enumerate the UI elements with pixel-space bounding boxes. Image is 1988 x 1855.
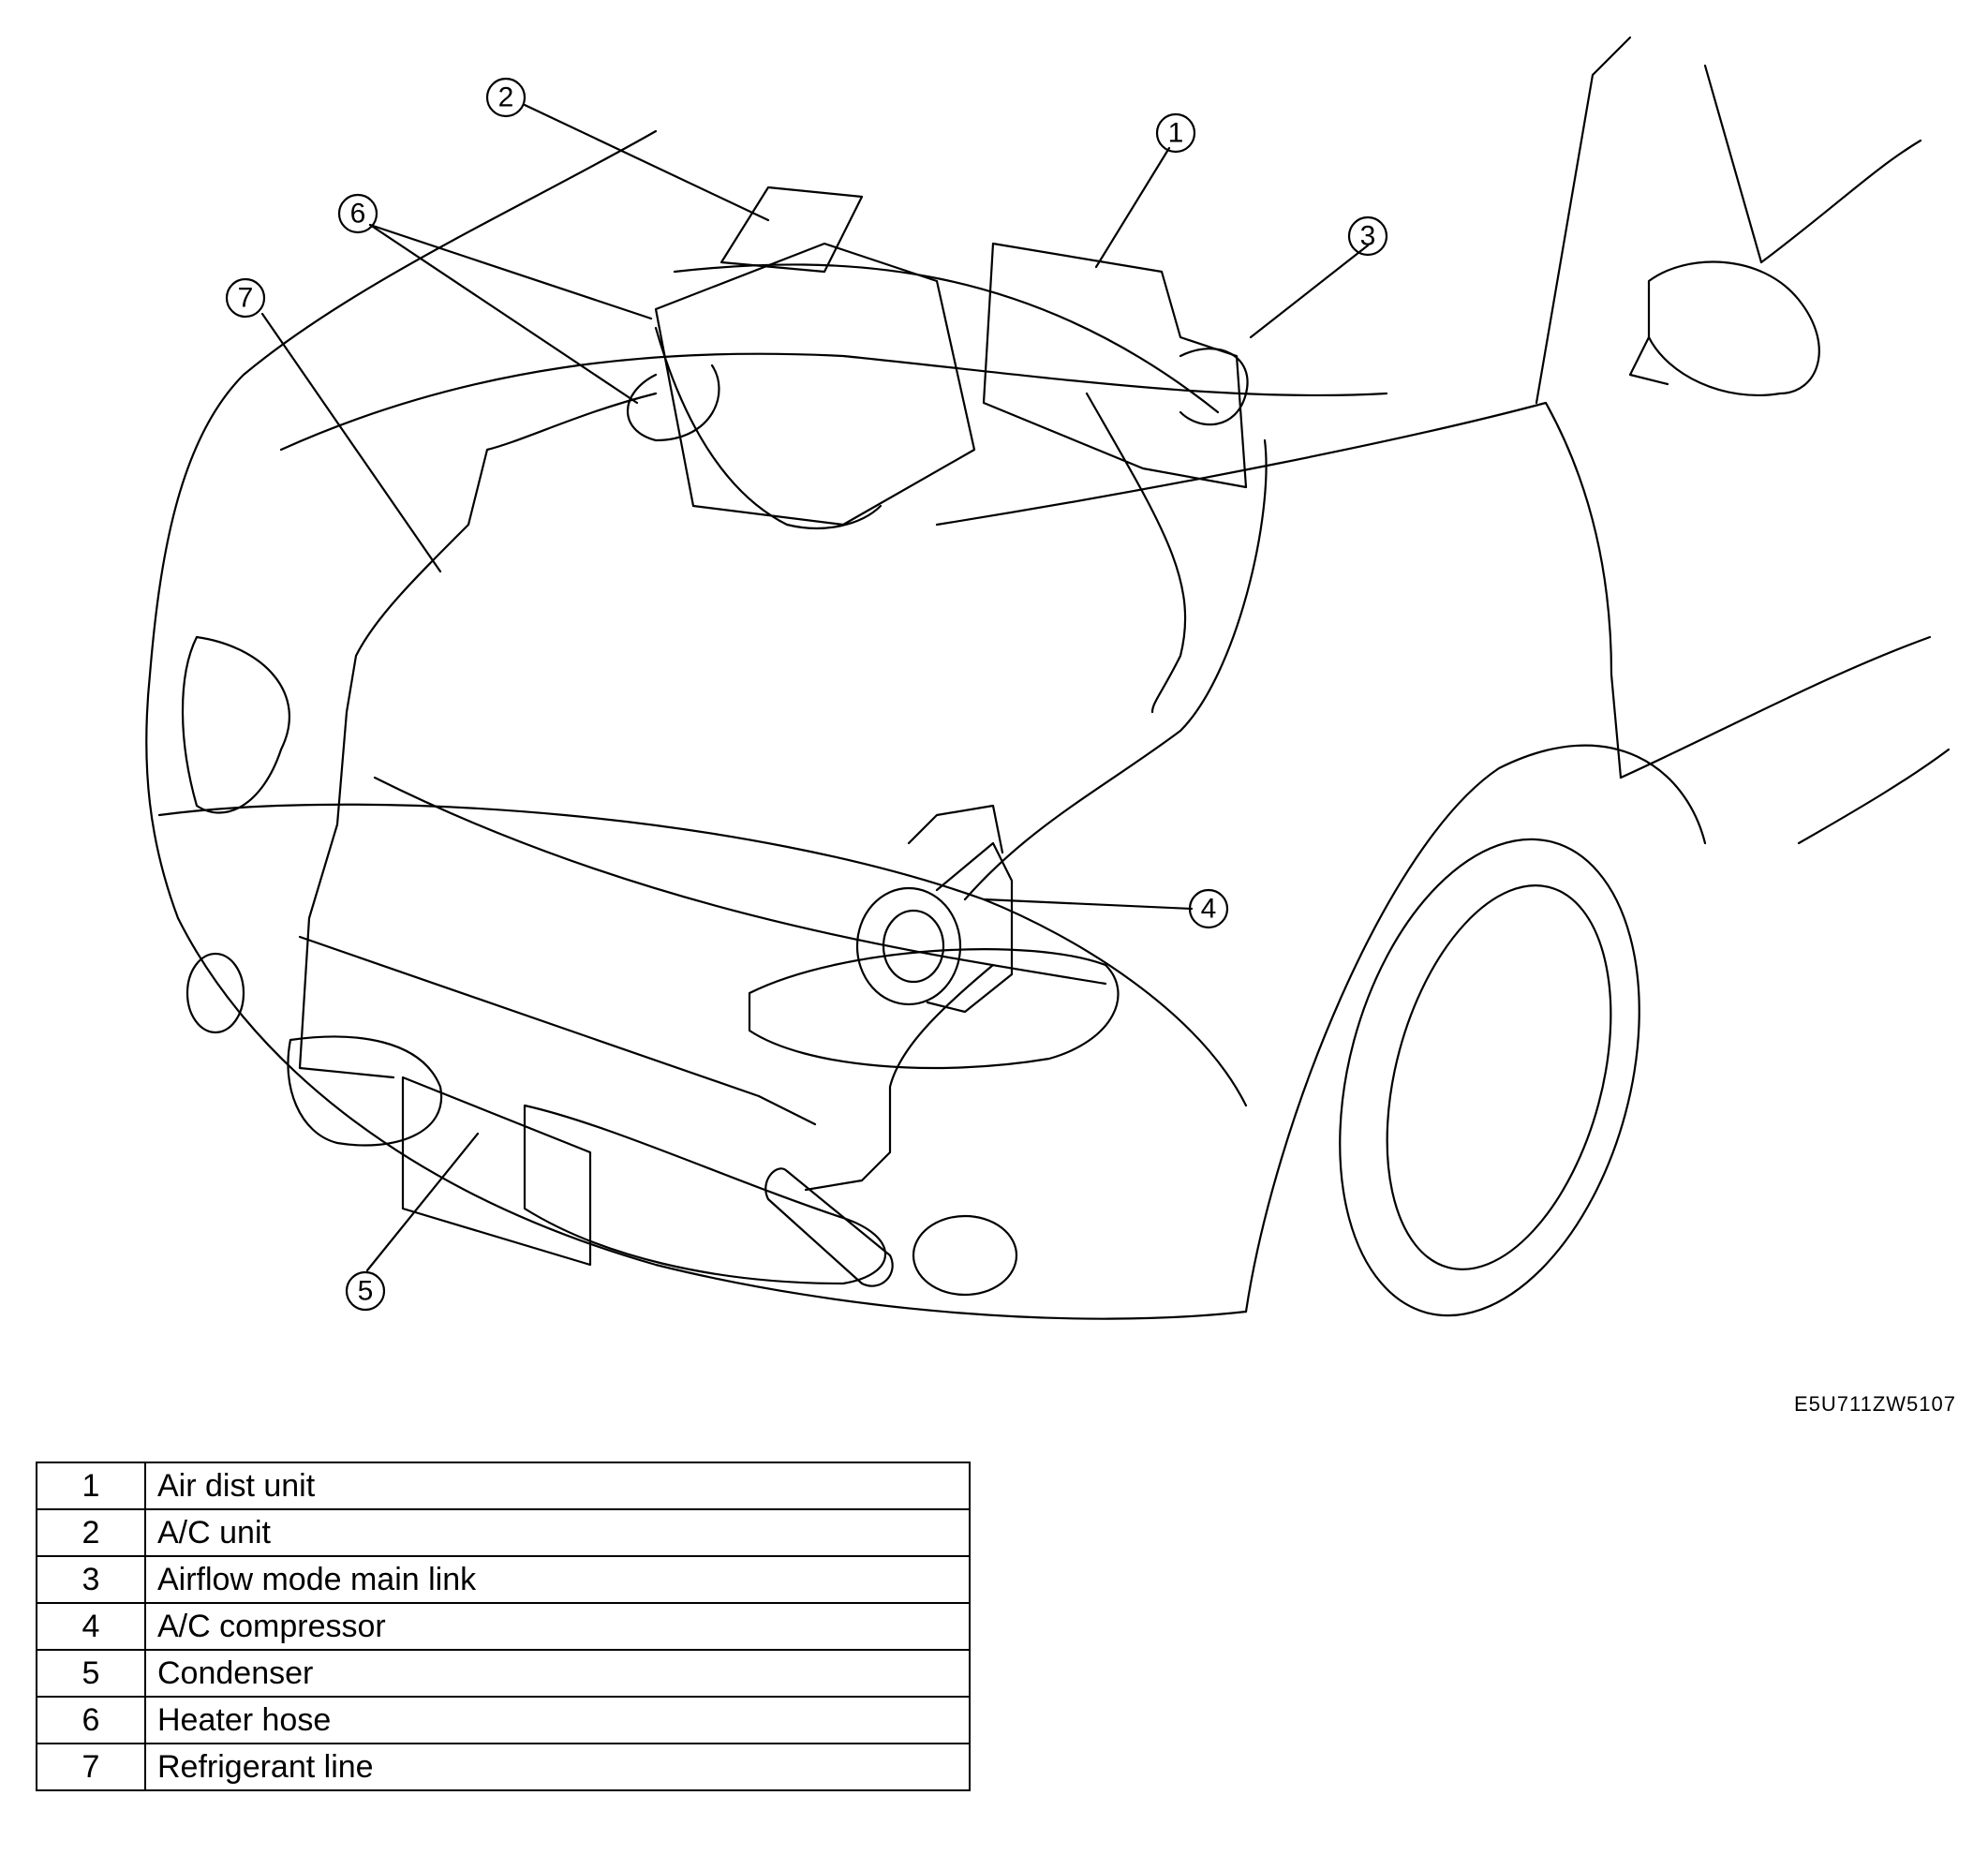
grille-center: [748, 948, 1120, 1070]
callout-circle-3: [1347, 215, 1388, 257]
legend-number: 1: [36, 1462, 146, 1510]
headlight: [181, 635, 290, 814]
legend-name: Heater hose: [144, 1696, 971, 1744]
legend-name: Airflow mode main link: [144, 1555, 971, 1604]
legend-number: 6: [36, 1696, 146, 1744]
refrigerant-line-left: [298, 392, 658, 1079]
callout-4: 4: [1201, 894, 1217, 925]
legend-number: 7: [36, 1743, 146, 1791]
leader-2: [523, 103, 770, 222]
fender-line: [1544, 401, 1623, 779]
a-pillar-2: [1703, 64, 1763, 264]
heater-hose-b: [626, 364, 720, 442]
heater-hose-a: [654, 326, 883, 530]
grille-left: [287, 1035, 443, 1147]
hood-outline: [145, 129, 658, 920]
condenser-body: [401, 1076, 592, 1267]
legend-row: 3 Airflow mode main link: [36, 1555, 971, 1604]
callout-circle-7: [225, 277, 266, 319]
compressor-bracket: [907, 804, 1004, 854]
leader-6a: [368, 223, 653, 320]
roof-line: [1591, 36, 1632, 77]
callout-7: 7: [238, 283, 254, 314]
callout-3: 3: [1360, 221, 1376, 252]
leader-5: [365, 1132, 480, 1272]
callout-1: 1: [1168, 118, 1184, 149]
receiver-drier: [764, 1167, 894, 1287]
callout-circle-1: [1155, 112, 1196, 154]
compressor-body: [926, 841, 1014, 1014]
air-dist-unit: [982, 242, 1248, 489]
callout-2: 2: [498, 82, 514, 113]
legend-number: 4: [36, 1602, 146, 1651]
side-body: [1619, 635, 1932, 779]
leader-3: [1249, 244, 1370, 339]
refrigerant-line-top: [673, 263, 1220, 414]
legend-row: 6 Heater hose: [36, 1696, 971, 1744]
legend-row: 7 Refrigerant line: [36, 1743, 971, 1791]
leader-6b: [368, 223, 639, 405]
callout-circle-6: [337, 193, 378, 234]
legend-name: Refrigerant line: [144, 1743, 971, 1791]
leader-7: [260, 312, 442, 573]
callout-6: 6: [350, 199, 366, 230]
mirror: [1647, 260, 1820, 397]
fog-light-left: [185, 952, 245, 1034]
callout-5: 5: [358, 1276, 374, 1307]
legend-table: 1 Air dist unit 2 A/C unit 3 Airflow mod…: [36, 1462, 971, 1791]
leader-1: [1094, 146, 1171, 269]
vehicle-ac-diagram: 1 2 3 4 5 6 7: [145, 36, 1951, 1320]
leader-4: [982, 898, 1194, 911]
ac-unit-box: [654, 242, 976, 527]
legend-row: 2 A/C unit: [36, 1508, 971, 1557]
refrigerant-line-lower: [804, 963, 995, 1192]
front-fascia: [157, 803, 1248, 1107]
door-line: [1759, 139, 1922, 264]
legend-row: 4 A/C compressor: [36, 1602, 971, 1651]
hood-crease: [373, 776, 1107, 986]
legend-name: A/C unit: [144, 1508, 971, 1557]
bumper-outline: [176, 916, 1248, 1320]
airflow-link: [1179, 348, 1249, 426]
heater-hose-c: [1085, 392, 1187, 714]
a-pillar: [1535, 73, 1595, 405]
legend-name: A/C compressor: [144, 1602, 971, 1651]
callout-circle-2: [485, 77, 527, 118]
windshield-base: [935, 401, 1548, 527]
legend-row: 1 Air dist unit: [36, 1462, 971, 1510]
legend-number: 2: [36, 1508, 146, 1557]
wheel-arch: [1244, 744, 1707, 1313]
hood-line: [279, 352, 1388, 452]
legend-number: 3: [36, 1555, 146, 1604]
callout-circle-5: [345, 1270, 386, 1312]
legend-name: Condenser: [144, 1649, 971, 1698]
condenser-pipe: [298, 935, 817, 1126]
grille-lower: [523, 1104, 886, 1285]
figure-code: E5U711ZW5107: [1793, 1392, 1956, 1416]
fog-light-right: [912, 1214, 1018, 1297]
rocker: [1797, 748, 1951, 845]
callout-circle-4: [1188, 888, 1229, 929]
mirror-stem: [1628, 335, 1669, 386]
refrigerant-line-discharge: [963, 438, 1268, 901]
compressor-pulley-inner: [882, 909, 945, 984]
legend-number: 5: [36, 1649, 146, 1698]
compressor-pulley: [855, 886, 962, 1006]
legend-name: Air dist unit: [144, 1462, 971, 1510]
tire-inner: [1386, 884, 1612, 1270]
tire-outer: [1339, 838, 1640, 1317]
ac-unit-duct: [720, 186, 864, 274]
legend-row: 5 Condenser: [36, 1649, 971, 1698]
